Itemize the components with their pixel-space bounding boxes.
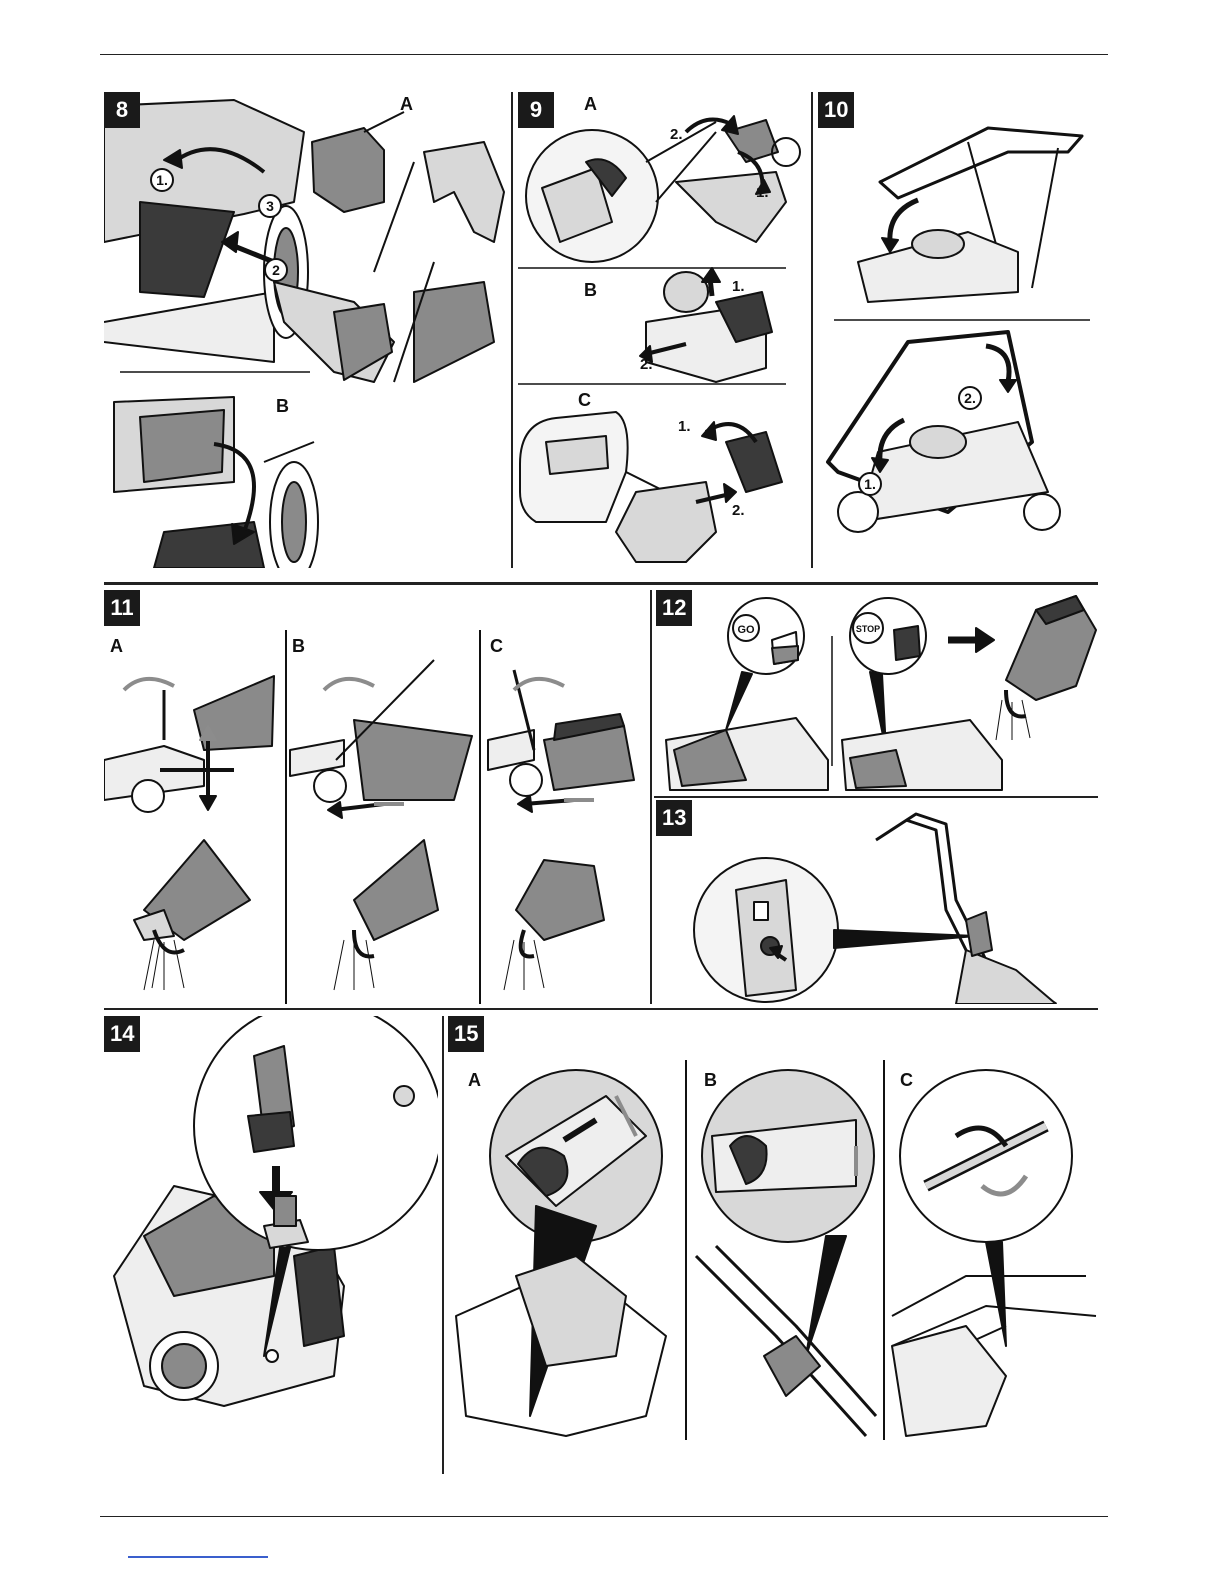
step-label-1: 1. [858, 472, 882, 496]
figure-8-illustration [104, 92, 508, 568]
figure-number-badge: 14 [104, 1016, 140, 1052]
divider-f12-f13 [654, 796, 1098, 798]
step-b1: 1. [732, 278, 745, 295]
figure-number-badge: 10 [818, 92, 854, 128]
figure-12: 12 GO STOP [656, 590, 1098, 794]
panel-label-c: C [490, 636, 503, 657]
footer-link-underline [128, 1556, 268, 1558]
figure-13: 13 [656, 800, 1098, 1004]
figure-number-badge: 12 [656, 590, 692, 626]
step-label-2: 2 [264, 258, 288, 282]
figure-12-illustration: GO STOP [656, 590, 1098, 794]
panel-label-b: B [292, 636, 305, 657]
divider-f9-f10 [811, 92, 813, 568]
panel-label-c: C [578, 390, 591, 411]
panel-label-b: B [584, 280, 597, 301]
step-label-2: 2. [958, 386, 982, 410]
figure-number-badge: 9 [518, 92, 554, 128]
figure-14-illustration [104, 1016, 438, 1470]
footer-rule [100, 1516, 1108, 1517]
divider-f11-f12 [650, 590, 652, 1004]
figure-number-badge: 15 [448, 1016, 484, 1052]
panel-label-a: A [110, 636, 123, 657]
figure-15-illustration [446, 1016, 1098, 1442]
figure-number-badge: 8 [104, 92, 140, 128]
step-c2: 2. [732, 502, 745, 519]
panel-label-b: B [276, 396, 289, 417]
figure-10-illustration [818, 92, 1096, 568]
step-c1: 1. [678, 418, 691, 435]
figure-number-badge: 13 [656, 800, 692, 836]
divider-f8-f9 [511, 92, 513, 568]
divider-f14-f15 [442, 1016, 444, 1474]
step-b2: 2. [640, 356, 653, 373]
figure-9-illustration [516, 92, 808, 580]
go-label: GO [737, 624, 755, 636]
divider-row1-row2 [104, 582, 1098, 585]
divider-row2-row3 [104, 1008, 1098, 1010]
figure-15: 15 A B C [446, 1016, 1098, 1442]
figure-9: 9 A B C 2. 1. 1. 2. 1. 2. [516, 92, 808, 580]
step-a2: 2. [670, 126, 683, 143]
figure-11-illustration [104, 590, 646, 1004]
figure-number-badge: 11 [104, 590, 140, 626]
panel-label-a: A [468, 1070, 481, 1091]
panel-label-c: C [900, 1070, 913, 1091]
step-label-3: 3 [258, 194, 282, 218]
figure-13-illustration [656, 800, 1098, 1004]
figure-11: 11 A B C [104, 590, 646, 1004]
stop-label: STOP [856, 624, 880, 634]
header-rule [100, 54, 1108, 55]
figure-8: 8 A B 1. 2 3 [104, 92, 508, 568]
panel-label-a: A [584, 94, 597, 115]
panel-label-b: B [704, 1070, 717, 1091]
figure-10: 10 2. 1. [818, 92, 1096, 568]
figure-14: 14 [104, 1016, 438, 1470]
panel-label-a: A [400, 94, 413, 115]
step-a1: 1. [756, 184, 769, 201]
step-label-1: 1. [150, 168, 174, 192]
